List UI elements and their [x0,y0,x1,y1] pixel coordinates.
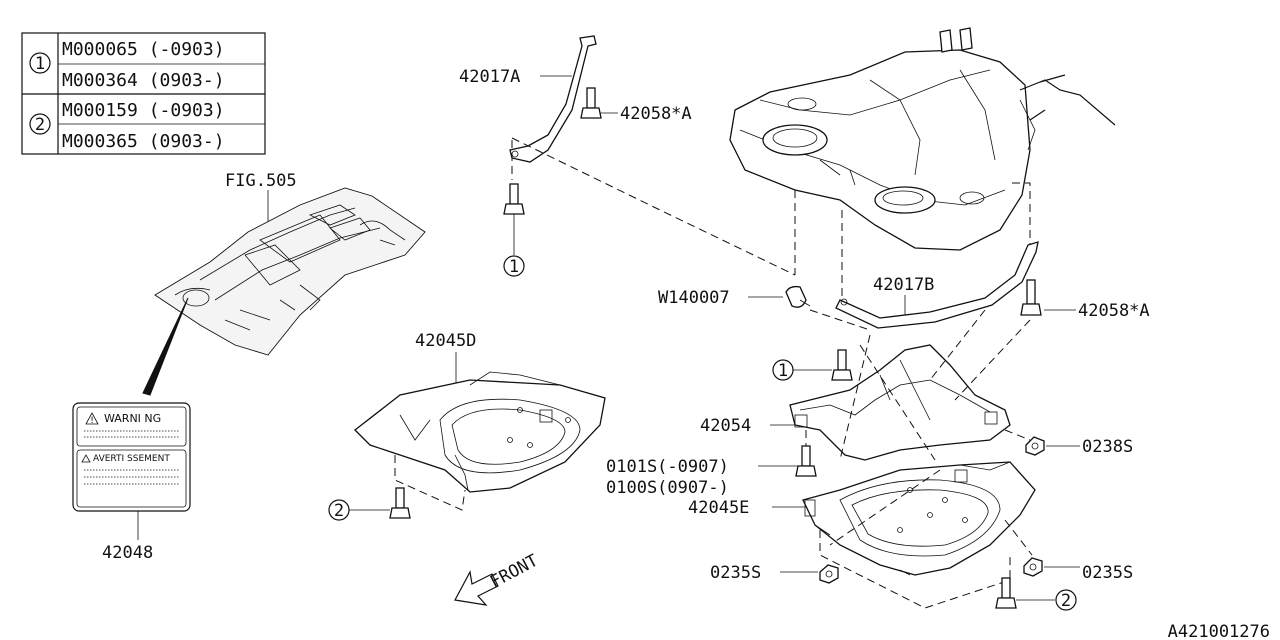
part-number-42017a: 42017A [459,67,520,87]
strap-42017a: 42017A 42058*A 1 [459,35,796,277]
fig-505-label: FIG.505 [225,171,297,191]
bolt-marker-1-right [831,349,853,381]
diagram-code: A421001276 [1168,622,1270,640]
table-code: M000364 (0903-) [62,70,225,91]
marker-2-right: 2 [1061,591,1071,611]
part-number-0238s: 0238S [1082,437,1133,457]
part-number-42045d: 42045D [415,331,476,351]
part-number-0235s-left: 0235S [710,563,761,583]
bolt-marker-2-right [995,577,1017,609]
marker-1-left: 1 [509,257,519,277]
part-number-0235s-right: 0235S [1082,563,1133,583]
warning-label-part: ! WARNI NG AVERTI SSEMENT 42048 [72,402,191,563]
front-direction-arrow: FRONT [454,551,542,606]
svg-text:!: ! [90,416,94,426]
part-number-42058a-right: 42058*A [1078,301,1150,321]
part-number-0101s: 0101S(-0907) [606,457,729,477]
bolt-42058a-right [1020,279,1042,316]
table-code: M000365 (0903-) [62,131,225,152]
reference-table: 1 2 M000065 (-0903) M000364 (0903-) M000… [21,32,266,155]
under-cover-42045d: 42045D [354,331,606,493]
part-number-42054: 42054 [700,416,751,436]
under-cover-42045e: 42045E [688,461,1036,576]
part-number-42048: 42048 [102,543,153,563]
bolt-marker-1-left [503,183,525,215]
bolt-0101s [795,445,817,477]
strap-42017b: 42017B W140007 42058*A [658,241,1150,331]
table-marker-1: 1 [35,54,45,74]
table-code: M000065 (-0903) [62,39,225,60]
front-label: FRONT [487,551,542,593]
marker-1-right: 1 [778,361,788,381]
nut-0235s-left [819,564,839,584]
protector-42054: 42054 [700,344,1011,461]
bolt-42058a-top [580,87,602,119]
table-marker-2-circle [29,113,51,135]
nut-0235s-right [1023,557,1043,577]
part-number-42045e: 42045E [688,498,749,518]
warning-title: WARNI NG [104,412,161,425]
part-number-0100s: 0100S(0907-) [606,478,729,498]
table-code: M000159 (-0903) [62,100,225,121]
nut-0238s [1025,436,1045,456]
warning-subtitle: AVERTI SSEMENT [93,454,170,464]
part-number-w140007: W140007 [658,288,730,308]
clip-w140007 [785,285,811,308]
table-marker-1-circle [29,52,51,74]
bolt-marker-2-left [389,487,411,519]
floor-panel: FIG.505 [142,171,426,396]
table-marker-2: 2 [35,115,45,135]
fuel-tank [729,27,1116,251]
marker-2-left: 2 [334,501,344,521]
part-number-42058a-top: 42058*A [620,104,692,124]
part-number-42017b: 42017B [873,275,934,295]
